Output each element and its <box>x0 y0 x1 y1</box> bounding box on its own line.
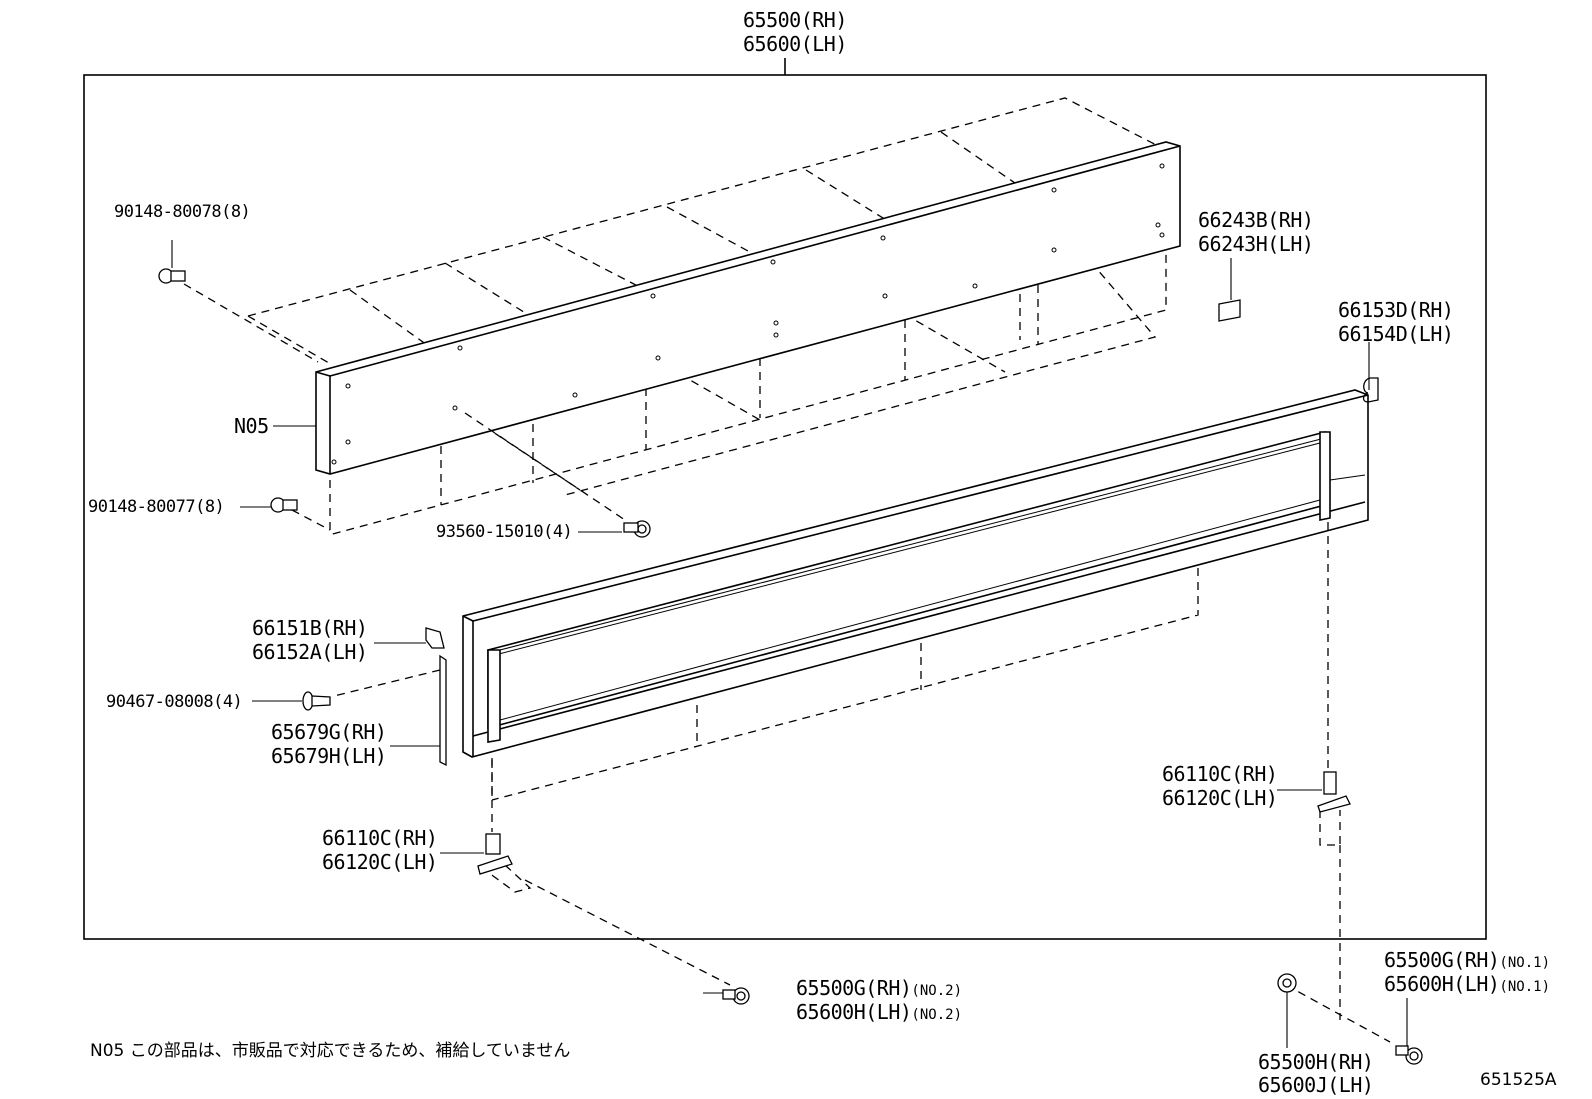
pad-66243-icon <box>1218 299 1241 322</box>
figure-number: 651525A <box>1480 1070 1557 1090</box>
bolt-65500g-no2-icon <box>722 987 750 1005</box>
hinge-right-icon <box>1317 771 1351 813</box>
label-66120c-lh-right: 66120C(LH) <box>1162 786 1278 810</box>
solid-leaders <box>171 240 1408 1048</box>
label-90148-80078: 90148-80078(8) <box>114 202 251 222</box>
label-65679h-lh: 65679H(LH) <box>271 744 387 768</box>
footnote: N05 この部品は、市販品で対応できるため、補給していません <box>90 1041 571 1061</box>
label-65600h-lh-no2: 65600H(LH)(NO.2) <box>796 1000 962 1024</box>
label-66110c-rh-right: 66110C(RH) <box>1162 762 1278 786</box>
label-65500g-rh-no2: 65500G(RH)(NO.2) <box>796 976 962 1000</box>
bolt-90148-80077-icon <box>270 497 298 513</box>
label-90467-08008: 90467-08008(4) <box>106 692 243 712</box>
bolt-65500g-no1-icon <box>1395 1045 1423 1065</box>
clip-66151-icon <box>425 627 445 649</box>
tailgate-panel <box>462 389 1369 758</box>
label-n05: N05 <box>234 414 269 438</box>
label-65600-lh: 65600(LH) <box>743 32 847 56</box>
wood-board-n05 <box>315 141 1181 475</box>
label-66120c-lh-left: 66120C(LH) <box>322 850 438 874</box>
nut-65500h-icon <box>1277 973 1297 993</box>
leader-lines <box>183 283 626 697</box>
label-66243h-lh: 66243H(LH) <box>1198 232 1314 256</box>
label-65600j-lh: 65600J(LH) <box>1258 1073 1374 1097</box>
label-66153d-rh: 66153D(RH) <box>1338 298 1454 322</box>
label-93560-15010: 93560-15010(4) <box>436 522 573 542</box>
bolt-90148-80078-icon <box>158 268 186 284</box>
label-66152a-lh: 66152A(LH) <box>252 640 368 664</box>
label-65600h-lh-no1: 65600H(LH)(NO.1) <box>1384 972 1550 996</box>
panel-phantom-outline <box>484 522 1391 1043</box>
rivet-90467-icon <box>302 691 331 711</box>
label-65500h-rh: 65500H(RH) <box>1258 1050 1374 1074</box>
strip-65679-icon <box>439 654 447 767</box>
label-65500-rh: 65500(RH) <box>743 8 847 32</box>
hinge-left-icon <box>477 833 513 875</box>
label-66151b-rh: 66151B(RH) <box>252 616 368 640</box>
label-65679g-rh: 65679G(RH) <box>271 720 387 744</box>
label-90148-80077: 90148-80077(8) <box>88 497 225 517</box>
clip-66153-icon <box>1362 377 1379 403</box>
label-65500g-rh-no1: 65500G(RH)(NO.1) <box>1384 948 1550 972</box>
label-66243b-rh: 66243B(RH) <box>1198 208 1314 232</box>
label-66154d-lh: 66154D(LH) <box>1338 322 1454 346</box>
label-66110c-rh-left: 66110C(RH) <box>322 826 438 850</box>
screw-93560-icon <box>623 520 651 538</box>
